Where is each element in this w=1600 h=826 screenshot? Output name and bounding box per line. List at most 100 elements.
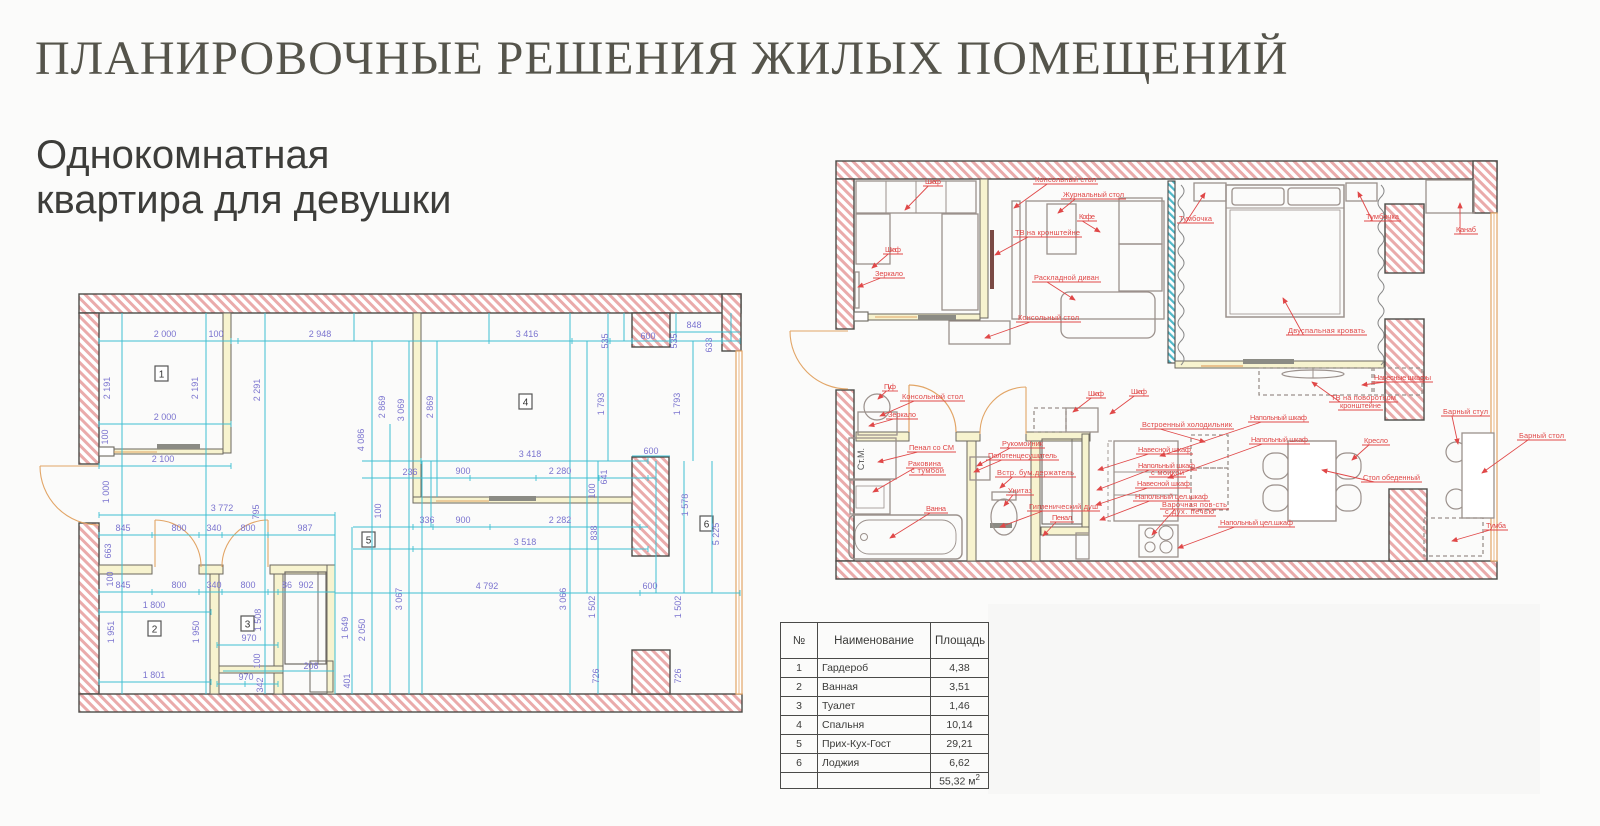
svg-text:2 000: 2 000 bbox=[154, 412, 177, 422]
svg-text:4 792: 4 792 bbox=[476, 581, 499, 591]
svg-text:800: 800 bbox=[171, 523, 186, 533]
svg-text:3 416: 3 416 bbox=[516, 329, 539, 339]
svg-text:Канаб: Канаб bbox=[1456, 225, 1476, 234]
svg-text:970: 970 bbox=[241, 633, 256, 643]
svg-text:Раскладной диван: Раскладной диван bbox=[1034, 273, 1099, 282]
svg-text:726: 726 bbox=[591, 668, 601, 683]
svg-text:1 508: 1 508 bbox=[253, 609, 263, 632]
svg-text:3 069: 3 069 bbox=[396, 399, 406, 422]
svg-text:848: 848 bbox=[686, 320, 701, 330]
svg-text:Двуспальная кровать: Двуспальная кровать bbox=[1288, 326, 1365, 335]
svg-text:100: 100 bbox=[105, 571, 115, 586]
svg-text:5 225: 5 225 bbox=[711, 523, 721, 546]
svg-text:Пенал: Пенал bbox=[1052, 513, 1072, 522]
svg-text:Варочная пов-сть: Варочная пов-сть bbox=[1162, 500, 1227, 509]
svg-text:Навесной шкаф: Навесной шкаф bbox=[1138, 445, 1191, 454]
svg-text:641: 641 bbox=[599, 469, 609, 484]
svg-text:3 067: 3 067 bbox=[394, 588, 404, 611]
svg-text:Напольный цел.шкаф: Напольный цел.шкаф bbox=[1135, 492, 1208, 501]
svg-text:Рукомойник: Рукомойник bbox=[1002, 439, 1044, 448]
svg-text:Тумбочка: Тумбочка bbox=[1366, 212, 1400, 221]
svg-text:2 191: 2 191 bbox=[190, 377, 200, 400]
svg-text:600: 600 bbox=[643, 446, 658, 456]
svg-text:Журнальный стол: Журнальный стол bbox=[1063, 190, 1124, 199]
svg-text:ТВ на поворотном: ТВ на поворотном bbox=[1331, 393, 1396, 402]
svg-text:Встроенный холодильник: Встроенный холодильник bbox=[1142, 420, 1233, 429]
svg-text:236: 236 bbox=[402, 467, 417, 477]
svg-text:535: 535 bbox=[669, 333, 679, 348]
svg-text:Пуф: Пуф bbox=[884, 382, 896, 391]
svg-text:Полотенцесушитель: Полотенцесушитель bbox=[988, 451, 1057, 460]
svg-text:2 191: 2 191 bbox=[102, 377, 112, 400]
svg-text:1 793: 1 793 bbox=[596, 393, 606, 416]
svg-text:с мойкой: с мойкой bbox=[1151, 468, 1184, 477]
svg-text:3: 3 bbox=[245, 620, 251, 631]
svg-text:Пенал со СМ: Пенал со СМ bbox=[909, 443, 954, 452]
svg-text:Консольный стол: Консольный стол bbox=[902, 392, 963, 401]
svg-text:800: 800 bbox=[240, 580, 255, 590]
svg-text:3 418: 3 418 bbox=[519, 449, 542, 459]
svg-text:900: 900 bbox=[455, 515, 470, 525]
svg-text:1 950: 1 950 bbox=[191, 621, 201, 644]
svg-text:100: 100 bbox=[587, 483, 597, 498]
svg-text:633: 633 bbox=[704, 337, 714, 352]
svg-text:86: 86 bbox=[282, 580, 292, 590]
svg-text:970: 970 bbox=[238, 672, 253, 682]
svg-text:Навесной шкаф: Навесной шкаф bbox=[1137, 479, 1190, 488]
svg-text:902: 902 bbox=[298, 580, 313, 590]
svg-text:Гигиенический душ: Гигиенический душ bbox=[1029, 502, 1098, 511]
svg-text:600: 600 bbox=[640, 331, 655, 341]
svg-text:2 280: 2 280 bbox=[549, 466, 572, 476]
svg-text:Зеркало: Зеркало bbox=[875, 269, 903, 278]
svg-text:с тумбой: с тумбой bbox=[911, 466, 944, 475]
svg-text:100: 100 bbox=[208, 329, 223, 339]
svg-text:Стол обеденный: Стол обеденный bbox=[1363, 473, 1420, 482]
svg-text:845: 845 bbox=[115, 523, 130, 533]
svg-text:600: 600 bbox=[642, 581, 657, 591]
svg-text:1 649: 1 649 bbox=[340, 617, 350, 640]
svg-text:208: 208 bbox=[303, 661, 318, 671]
svg-text:726: 726 bbox=[673, 668, 683, 683]
svg-text:Тумба: Тумба bbox=[1486, 521, 1507, 530]
svg-text:100: 100 bbox=[373, 503, 383, 518]
svg-text:1 000: 1 000 bbox=[101, 481, 111, 504]
svg-text:Шкаф: Шкаф bbox=[1088, 389, 1104, 398]
svg-text:Унитаз: Унитаз bbox=[1008, 486, 1033, 495]
svg-text:1: 1 bbox=[159, 370, 165, 381]
svg-text:Кофе: Кофе bbox=[1079, 212, 1095, 221]
svg-text:Напольный шкаф: Напольный шкаф bbox=[1251, 435, 1308, 444]
svg-text:795: 795 bbox=[251, 504, 261, 519]
svg-text:3 518: 3 518 bbox=[514, 537, 537, 547]
svg-text:Кресло: Кресло bbox=[1364, 436, 1388, 445]
svg-text:Барный стол: Барный стол bbox=[1519, 431, 1564, 440]
svg-text:1 502: 1 502 bbox=[673, 596, 683, 619]
svg-text:Напольный цел.шкаф: Напольный цел.шкаф bbox=[1220, 518, 1293, 527]
svg-text:Шкаф: Шкаф bbox=[885, 245, 901, 254]
svg-text:100: 100 bbox=[100, 429, 110, 444]
svg-text:кронштейне: кронштейне bbox=[1340, 401, 1381, 410]
svg-text:5: 5 bbox=[366, 536, 372, 547]
svg-text:342: 342 bbox=[255, 677, 265, 692]
svg-text:340: 340 bbox=[206, 523, 221, 533]
svg-text:Консольный стол: Консольный стол bbox=[1035, 175, 1096, 184]
svg-text:Раковина: Раковина bbox=[908, 459, 942, 468]
svg-text:340: 340 bbox=[206, 580, 221, 590]
svg-text:2 000: 2 000 bbox=[154, 329, 177, 339]
svg-text:Зеркало: Зеркало bbox=[888, 410, 916, 419]
svg-text:1 801: 1 801 bbox=[143, 670, 166, 680]
svg-text:800: 800 bbox=[171, 580, 186, 590]
svg-text:2: 2 bbox=[152, 625, 158, 636]
svg-text:Консольный стол: Консольный стол bbox=[1018, 313, 1079, 322]
svg-text:1 793: 1 793 bbox=[672, 393, 682, 416]
svg-text:ТВ на кронштейне: ТВ на кронштейне bbox=[1015, 228, 1080, 237]
svg-text:Навесные шкафы: Навесные шкафы bbox=[1374, 373, 1431, 382]
svg-text:838: 838 bbox=[589, 525, 599, 540]
svg-text:2 948: 2 948 bbox=[309, 329, 332, 339]
svg-text:100: 100 bbox=[252, 653, 262, 668]
svg-text:2 050: 2 050 bbox=[357, 619, 367, 642]
svg-text:663: 663 bbox=[103, 543, 113, 558]
svg-text:4 086: 4 086 bbox=[356, 429, 366, 452]
svg-text:1 951: 1 951 bbox=[106, 621, 116, 644]
svg-text:2 869: 2 869 bbox=[377, 396, 387, 419]
svg-text:Барный стул: Барный стул bbox=[1443, 407, 1488, 416]
